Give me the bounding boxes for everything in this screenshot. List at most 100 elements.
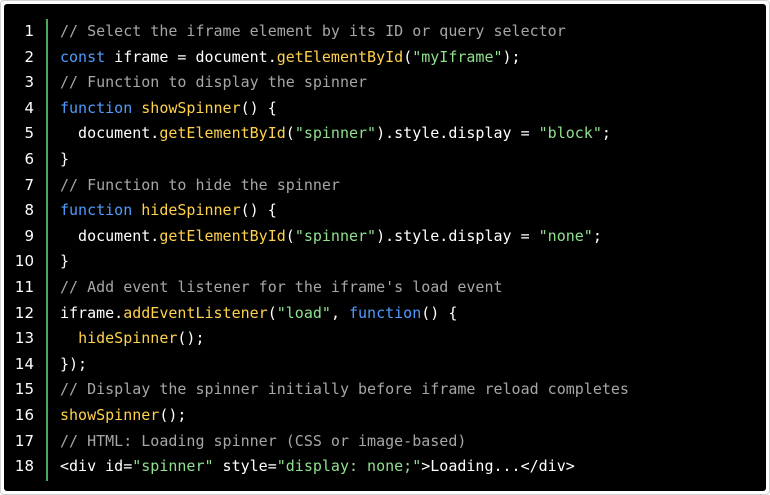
code-token-plain: ;	[601, 124, 611, 143]
code-token-comment: // Add event listener for the iframe's l…	[60, 277, 503, 296]
code-token-plain	[132, 99, 141, 117]
code-token-plain: });	[60, 354, 88, 373]
line-number: 10	[14, 252, 34, 271]
code-line: 3 // Function to display the spinner	[4, 70, 766, 96]
code-token-string: "none"	[538, 226, 593, 245]
line-number: 16	[14, 405, 34, 424]
code-token-function: showSpinner	[141, 98, 241, 117]
line-number: 17	[14, 431, 34, 450]
code-token-comment: // Function to display the spinner	[60, 73, 368, 92]
code-token-plain: iframe = document.	[105, 47, 277, 66]
line-number: 9	[24, 226, 34, 245]
code-token-function: getElementById	[276, 47, 404, 66]
code-text: hideSpinner();	[60, 326, 205, 352]
code-line: 14});	[4, 352, 766, 378]
line-number: 2	[24, 47, 34, 66]
code-token-function: getElementById	[159, 124, 286, 143]
code-token-string: "load"	[276, 303, 331, 322]
code-token-string: "myIframe"	[412, 47, 503, 66]
code-line: 17 // HTML: Loading spinner (CSS or image…	[4, 429, 766, 455]
code-lines: 1 // Select the iframe element by its ID …	[4, 19, 766, 480]
line-number: 6	[24, 149, 34, 168]
line-number: 18	[14, 457, 34, 476]
code-token-keyword: function	[349, 303, 422, 322]
code-token-plain: (	[285, 226, 295, 245]
code-token-plain: document.	[60, 226, 160, 245]
code-line: 16 showSpinner();	[4, 403, 766, 429]
code-token-function: getElementById	[159, 226, 286, 245]
code-line: 10}	[4, 249, 766, 275]
code-token-plain: ,	[330, 303, 349, 322]
code-token-keyword: function	[60, 201, 133, 220]
code-token-plain: (	[285, 124, 295, 143]
code-token-plain: ).style.display =	[376, 226, 539, 245]
code-token-plain: () {	[240, 98, 277, 117]
line-number: 1	[24, 22, 34, 40]
code-token-function: showSpinner	[60, 405, 160, 424]
code-token-comment: // Select the iframe element by its ID o…	[60, 22, 566, 40]
code-line: 18 <div id="spinner" style="display: none…	[4, 454, 766, 480]
code-text: }	[60, 249, 69, 275]
code-line: 8 function hideSpinner() {	[4, 198, 766, 224]
gutter-accent-bar	[46, 19, 48, 481]
code-text: document.getElementById("spinner").style…	[60, 121, 611, 147]
code-text: // Function to hide the spinner	[60, 173, 340, 199]
line-number: 15	[14, 380, 34, 399]
code-token-keyword: function	[60, 98, 133, 117]
code-line: 1 // Select the iframe element by its ID …	[4, 19, 766, 45]
code-line: 13 hideSpinner();	[4, 326, 766, 352]
code-line: 5 document.getElementById("spinner").sty…	[4, 121, 766, 147]
code-text: function hideSpinner() {	[60, 198, 277, 224]
line-number: 4	[24, 98, 34, 117]
code-token-plain: () {	[421, 303, 458, 322]
code-line: 12 iframe.addEventListener("load", functi…	[4, 301, 766, 327]
code-token-keyword: const	[60, 47, 106, 66]
code-line: 4 function showSpinner() {	[4, 96, 766, 122]
code-token-function: addEventListener	[123, 303, 268, 322]
line-number: 13	[14, 329, 34, 348]
code-token-comment: // Function to hide the spinner	[60, 175, 340, 194]
code-text: }	[60, 147, 69, 173]
code-token-plain: >Loading...</div>	[421, 457, 575, 476]
code-text: const iframe = document.getElementById("…	[60, 45, 521, 71]
code-token-plain: <div id=	[60, 457, 133, 476]
code-text: // Add event listener for the iframe's l…	[60, 275, 503, 301]
code-token-plain: ();	[177, 329, 205, 348]
code-token-string: "block"	[538, 124, 602, 143]
code-token-plain: }	[60, 252, 70, 271]
code-line: 11 // Add event listener for the iframe's…	[4, 275, 766, 301]
code-text: // HTML: Loading spinner (CSS or image-b…	[60, 429, 466, 455]
code-block: 1 // Select the iframe element by its ID …	[4, 4, 766, 491]
code-line: 7 // Function to hide the spinner	[4, 173, 766, 199]
code-line: 2 const iframe = document.getElementById(…	[4, 45, 766, 71]
code-text: document.getElementById("spinner").style…	[60, 224, 602, 250]
code-token-string: "spinner"	[132, 457, 214, 476]
code-line: 15 // Display the spinner initially befor…	[4, 377, 766, 403]
code-line: 6}	[4, 147, 766, 173]
code-token-function: hideSpinner	[141, 201, 241, 220]
code-text: });	[60, 352, 87, 378]
code-text: // Display the spinner initially before …	[60, 377, 629, 403]
line-number: 14	[14, 354, 34, 373]
line-number: 12	[14, 303, 34, 322]
code-token-comment: // Display the spinner initially before …	[60, 380, 629, 399]
line-number: 11	[14, 277, 34, 296]
line-number: 8	[24, 201, 34, 220]
code-token-plain: (	[267, 303, 277, 322]
code-token-string: "spinner"	[294, 226, 377, 245]
code-token-plain: document.	[60, 124, 160, 143]
code-token-string: "display: none;"	[276, 457, 422, 476]
line-number: 7	[24, 175, 34, 194]
code-token-plain: iframe.	[60, 303, 124, 322]
code-token-plain: (	[403, 47, 413, 66]
code-token-plain: );	[502, 47, 521, 66]
code-token-string: "spinner"	[294, 124, 377, 143]
code-token-plain: () {	[240, 201, 277, 220]
code-token-comment: // HTML: Loading spinner (CSS or image-b…	[60, 431, 467, 450]
line-number: 3	[24, 73, 34, 92]
code-text: <div id="spinner" style="display: none;"…	[60, 454, 575, 480]
code-text: // Select the iframe element by its ID o…	[60, 19, 566, 45]
code-token-plain: ();	[159, 405, 187, 424]
code-text: function showSpinner() {	[60, 96, 277, 122]
